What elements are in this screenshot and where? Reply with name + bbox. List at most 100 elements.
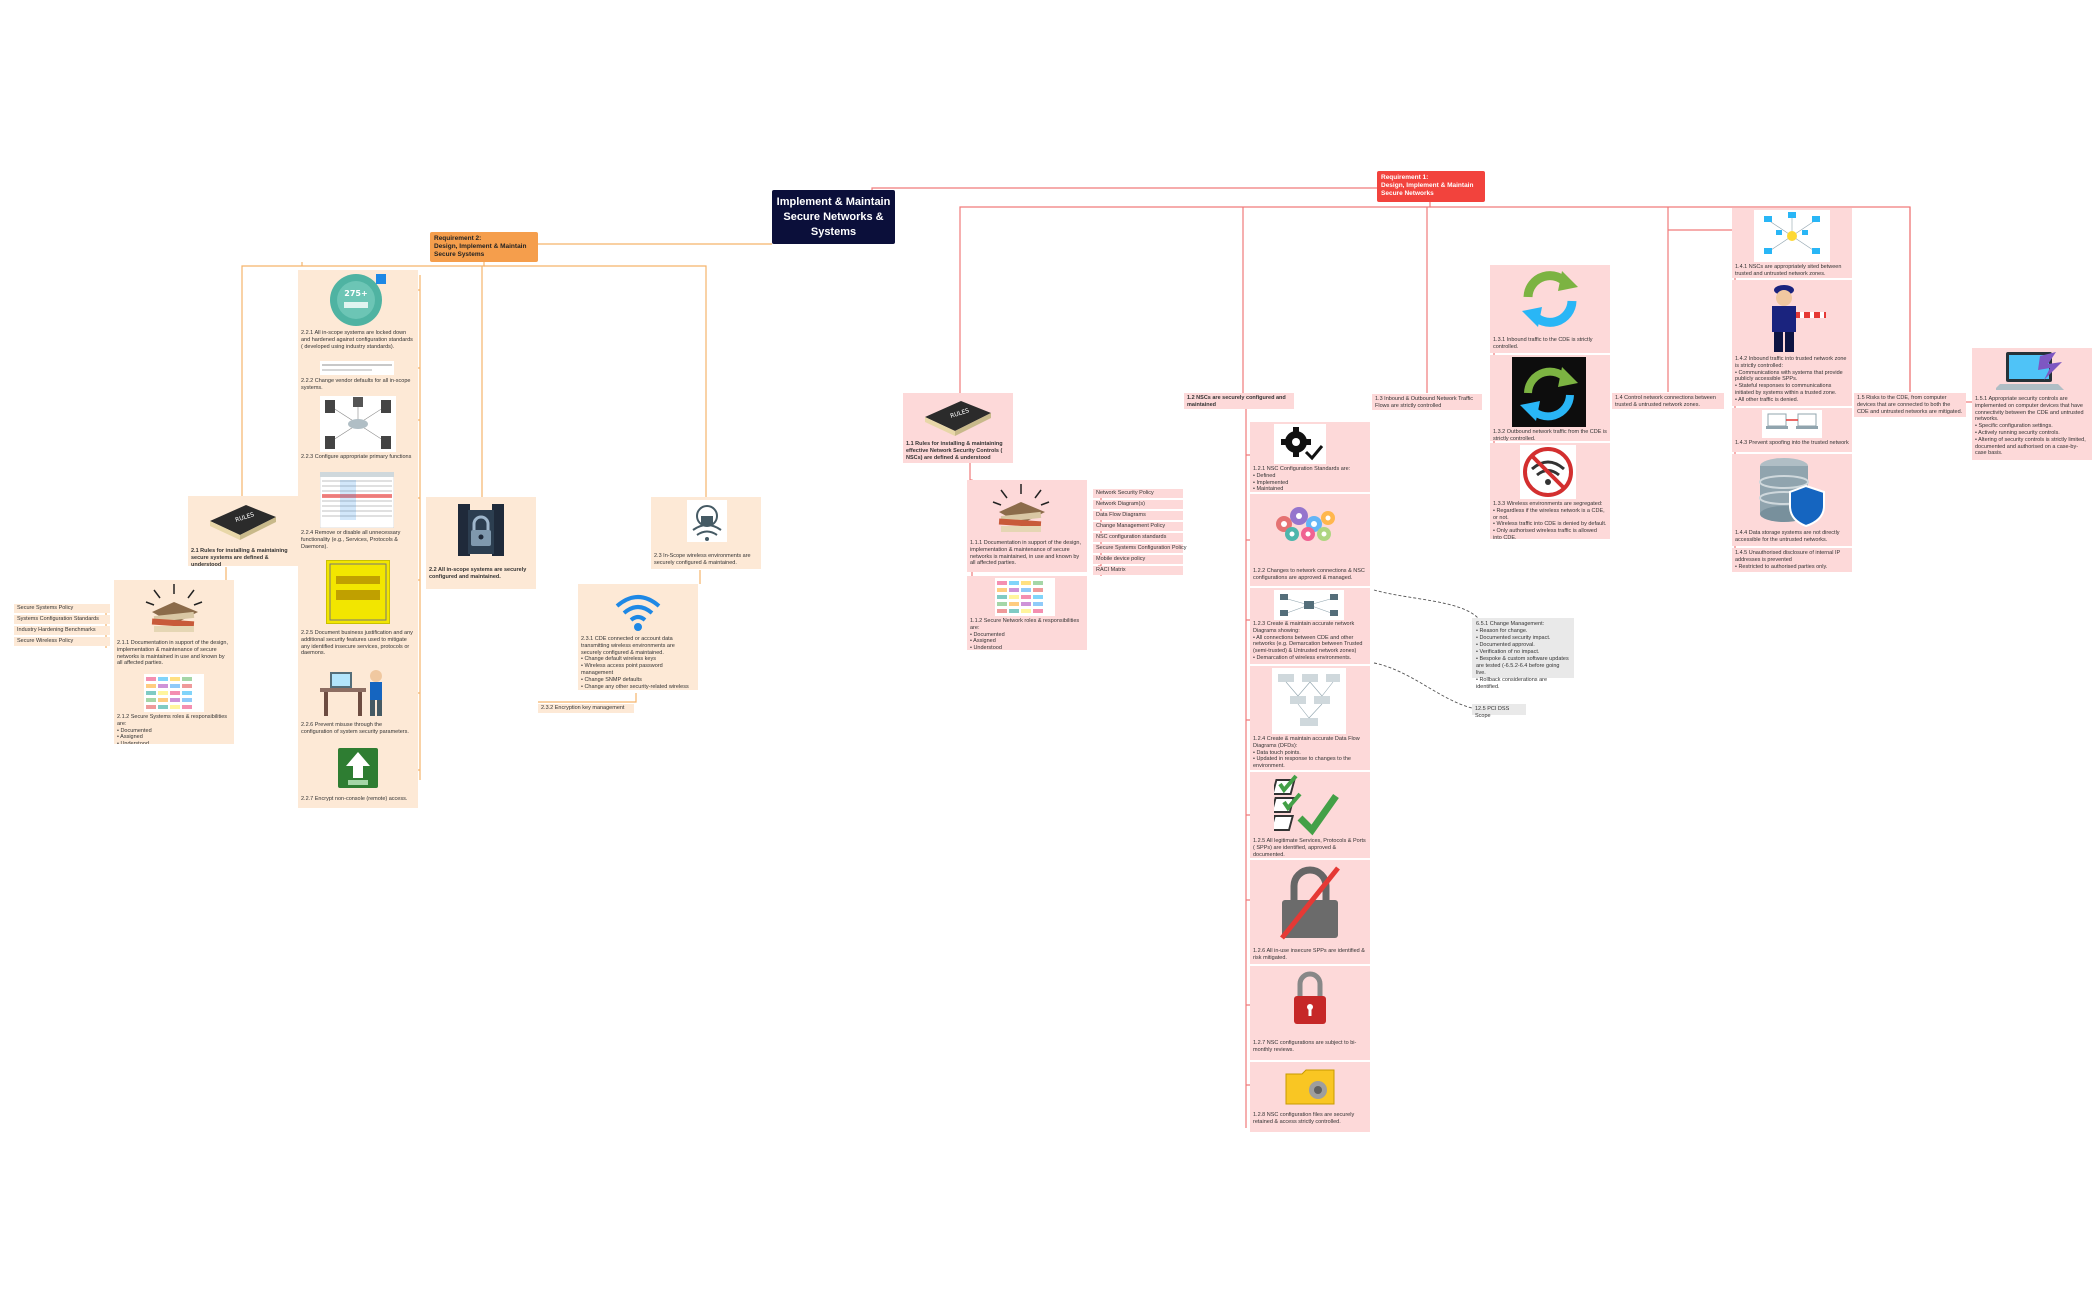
list-item-1-1-0[interactable]: Network Security Policy xyxy=(1093,489,1183,498)
node-2-2-6-label: 2.2.6 Prevent misuse through the configu… xyxy=(301,722,409,735)
gears-cluster-icon xyxy=(1276,507,1335,541)
node-1-2-4-label: 1.2.4 Create & maintain accurate Data Fl… xyxy=(1253,736,1360,770)
list-item-2-1-2[interactable]: Industry Hardening Benchmarks xyxy=(14,626,110,635)
node-1-4-5[interactable]: 1.4.5 Unauthorised disclosure of interna… xyxy=(1732,548,1852,572)
padlock-icon xyxy=(458,504,504,556)
node-1-2-5-label: 1.2.5 All legitimate Services, Protocols… xyxy=(1253,838,1366,858)
network-servers-icon xyxy=(320,396,396,452)
list-item-1-1-1[interactable]: Network Diagram(s) xyxy=(1093,500,1183,509)
node-2-2-3[interactable]: 2.2.3 Configure appropriate primary func… xyxy=(298,394,418,470)
node-1-3-1-label: 1.3.1 Inbound traffic to the CDE is stri… xyxy=(1493,337,1593,350)
node-2-2-5[interactable]: 2.2.5 Document business justification an… xyxy=(298,558,418,662)
network-topology-icon xyxy=(1754,210,1830,262)
list-item-2-1-3[interactable]: Secure Wireless Policy xyxy=(14,637,110,646)
node-12-5-scope[interactable]: 12.5 PCI DSS Scope xyxy=(1472,704,1526,719)
node-2-2-2-label: 2.2.2 Change vendor defaults for all in-… xyxy=(301,378,411,391)
node-1-5-1[interactable]: 1.5.1 Appropriate security controls are … xyxy=(1972,348,2092,460)
node-1-5[interactable]: 1.5 Risks to the CDE, from computer devi… xyxy=(1854,393,1966,417)
gear-icon xyxy=(1274,424,1326,464)
node-1-4-4-label: 1.4.4 Data storage systems are not direc… xyxy=(1735,530,1840,543)
node-2-2-3-label: 2.2.3 Configure appropriate primary func… xyxy=(301,454,412,460)
node-1-4-4[interactable]: 1.4.4 Data storage systems are not direc… xyxy=(1732,454,1852,546)
data-flow-diagram-icon xyxy=(1272,668,1346,734)
node-2-1-2[interactable]: 2.1.2 Secure Systems roles & responsibil… xyxy=(114,672,234,744)
node-1-1-2[interactable]: 1.1.2 Secure Network roles & responsibil… xyxy=(967,576,1087,650)
node-1-1-1[interactable]: 1.1.1 Documentation in support of the de… xyxy=(967,480,1087,572)
node-2-2-4[interactable]: 2.2.4 Remove or disable all unnecessary … xyxy=(298,470,418,558)
refresh-icon xyxy=(1512,357,1586,427)
node-1-2[interactable]: 1.2 NSCs are securely configured and mai… xyxy=(1184,393,1294,409)
node-2-1[interactable]: RULES 2.1 Rules for installing & maintai… xyxy=(188,496,298,566)
node-1-3-1[interactable]: 1.3.1 Inbound traffic to the CDE is stri… xyxy=(1490,265,1610,353)
raci-chart-icon xyxy=(995,578,1055,616)
document-stack-icon xyxy=(145,584,203,632)
requirement-1-node[interactable]: Requirement 1: Design, Implement & Maint… xyxy=(1377,171,1485,202)
node-6-5-1[interactable]: 6.5.1 Change Management: • Reason for ch… xyxy=(1472,618,1574,690)
list-item-1-1-4[interactable]: NSC configuration standards xyxy=(1093,533,1183,542)
node-2-3-2[interactable]: 2.3.2 Encryption key management xyxy=(538,704,634,713)
node-1-4-3[interactable]: 1.4.3 Prevent spoofing into the trusted … xyxy=(1732,408,1852,452)
node-1-3-2[interactable]: 1.3.2 Outbound network traffic from the … xyxy=(1490,355,1610,441)
root-node[interactable]: Implement & Maintain Secure Networks & S… xyxy=(772,190,895,244)
node-2-2-4-label: 2.2.4 Remove or disable all unnecessary … xyxy=(301,530,401,550)
node-2-2-1[interactable]: 275+ 2.2.1 All in-scope systems are lock… xyxy=(298,270,418,360)
vendor-defaults-icon xyxy=(320,361,394,375)
node-2-2-5-label: 2.2.5 Document business justification an… xyxy=(301,630,413,657)
node-1-2-5[interactable]: 1.2.5 All legitimate Services, Protocols… xyxy=(1250,772,1370,858)
node-1-4-1[interactable]: 1.4.1 NSCs are appropriately sited betwe… xyxy=(1732,208,1852,278)
security-guard-icon xyxy=(1772,285,1826,352)
list-item-1-1-7[interactable]: RACI Matrix xyxy=(1093,566,1183,575)
node-1-4[interactable]: 1.4 Control network connections between … xyxy=(1612,393,1724,409)
node-2-3-1[interactable]: 2.3.1 CDE connected or account data tran… xyxy=(578,584,698,690)
node-2-1-label: 2.1 Rules for installing & maintaining s… xyxy=(191,548,288,566)
node-1-2-1[interactable]: 1.2.1 NSC Configuration Standards are: •… xyxy=(1250,422,1370,492)
node-2-3-label: 2.3 In-Scope wireless environments are s… xyxy=(654,553,751,566)
node-1-4-2-label: 1.4.2 Inbound traffic into trusted netwo… xyxy=(1735,356,1847,403)
node-1-3[interactable]: 1.3 Inbound & Outbound Network Traffic F… xyxy=(1372,394,1482,410)
node-1-1-2-label: 1.1.2 Secure Network roles & responsibil… xyxy=(970,618,1080,650)
node-1-2-3[interactable]: 1.2.3 Create & maintain accurate network… xyxy=(1250,588,1370,664)
node-1-4-2[interactable]: 1.4.2 Inbound traffic into trusted netwo… xyxy=(1732,280,1852,406)
list-item-1-1-5[interactable]: Secure Systems Configuration Policy xyxy=(1093,544,1186,553)
node-1-1-1-label: 1.1.1 Documentation in support of the de… xyxy=(970,540,1081,567)
node-2-2-6[interactable]: 2.2.6 Prevent misuse through the configu… xyxy=(298,662,418,740)
database-shield-icon xyxy=(1759,458,1825,528)
node-1-2-7[interactable]: 1.2.7 NSC configurations are subject to … xyxy=(1250,966,1370,1060)
node-1-1[interactable]: RULES 1.1 Rules for installing & maintai… xyxy=(903,393,1013,463)
wifi-icon xyxy=(615,595,661,631)
list-item-1-1-2[interactable]: Data Flow Diagrams xyxy=(1093,511,1183,520)
node-2-2-label: 2.2 All in-scope systems are securely co… xyxy=(429,567,527,580)
node-1-3-3[interactable]: 1.3.3 Wireless environments are segregat… xyxy=(1490,443,1610,539)
encrypt-upload-icon xyxy=(338,748,378,788)
node-1-2-1-label: 1.2.1 NSC Configuration Standards are: •… xyxy=(1253,466,1351,492)
misuse-prevention-icon xyxy=(320,670,382,716)
node-1-2-4[interactable]: 1.2.4 Create & maintain accurate Data Fl… xyxy=(1250,666,1370,770)
node-1-5-1-label: 1.5.1 Appropriate security controls are … xyxy=(1975,396,2086,457)
list-item-1-1-3[interactable]: Change Management Policy xyxy=(1093,522,1183,531)
laptop-icon xyxy=(1996,352,2064,390)
folder-icon xyxy=(1285,1069,1335,1105)
list-item-1-1-6[interactable]: Mobile device policy xyxy=(1093,555,1183,564)
checklist-icon xyxy=(1274,774,1339,836)
node-1-2-2[interactable]: 1.2.2 Changes to network connections & N… xyxy=(1250,494,1370,586)
list-item-2-1-0[interactable]: Secure Systems Policy xyxy=(14,604,110,613)
benchmark-badge-text: 275+ xyxy=(344,289,367,298)
benchmark-badge-icon: 275+ xyxy=(330,274,386,326)
node-1-2-8[interactable]: 1.2.8 NSC configuration files are secure… xyxy=(1250,1062,1370,1132)
node-2-1-1[interactable]: 2.1.1 Documentation in support of the de… xyxy=(114,580,234,672)
spreadsheet-icon xyxy=(320,472,394,528)
node-2-1-1-label: 2.1.1 Documentation in support of the de… xyxy=(117,640,228,667)
spoofing-icon xyxy=(1762,410,1822,438)
node-2-2-7[interactable]: 2.2.7 Encrypt non-console (remote) acces… xyxy=(298,740,418,808)
node-1-2-2-label: 1.2.2 Changes to network connections & N… xyxy=(1253,568,1365,581)
node-2-3-1-label: 2.3.1 CDE connected or account data tran… xyxy=(581,636,689,690)
node-2-2[interactable]: 2.2 All in-scope systems are securely co… xyxy=(426,497,536,589)
node-1-2-6-label: 1.2.6 All in-use insecure SPPs are ident… xyxy=(1253,948,1365,961)
node-2-2-2[interactable]: 2.2.2 Change vendor defaults for all in-… xyxy=(298,360,418,394)
requirement-2-node[interactable]: Requirement 2: Design, Implement & Maint… xyxy=(430,232,538,262)
padlock-icon xyxy=(1294,971,1326,1024)
node-1-2-6[interactable]: 1.2.6 All in-use insecure SPPs are ident… xyxy=(1250,860,1370,964)
list-item-2-1-1[interactable]: Systems Configuration Standards xyxy=(14,615,110,624)
no-wifi-icon xyxy=(1520,445,1576,499)
node-2-3[interactable]: 2.3 In-Scope wireless environments are s… xyxy=(651,497,761,569)
